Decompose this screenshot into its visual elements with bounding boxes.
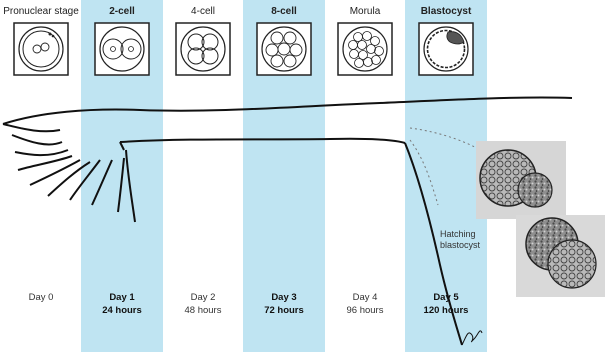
day-label-5: Day 5 120 hours [405, 291, 487, 317]
day-label-hours: 120 hours [405, 304, 487, 317]
day-label-1: Day 1 24 hours [81, 291, 163, 317]
day-label-3: Day 3 72 hours [243, 291, 325, 317]
hatching-guide-line-lower [410, 140, 438, 205]
day-label-hours: 48 hours [162, 304, 244, 317]
day-label-day: Day 3 [243, 291, 325, 304]
day-label-day: Day 1 [81, 291, 163, 304]
eight-cell-embryo-icon [257, 23, 311, 75]
day-label-4: Day 4 96 hours [324, 291, 406, 317]
day-label-2: Day 2 48 hours [162, 291, 244, 317]
day-label-hours: 72 hours [243, 304, 325, 317]
day-label-day: Day 0 [0, 291, 82, 304]
day-label-day: Day 4 [324, 291, 406, 304]
pronuclear-zygote-icon [14, 23, 68, 75]
blastocyst-icon [419, 23, 473, 75]
day-label-hours: 96 hours [324, 304, 406, 317]
day-label-hours: 24 hours [81, 304, 163, 317]
day-label-0: Day 0 [0, 291, 82, 304]
two-cell-embryo-icon [95, 23, 149, 75]
morula-icon [338, 23, 392, 75]
hatching-blastocyst-micrograph-icon [476, 141, 605, 297]
day-label-day: Day 5 [405, 291, 487, 304]
day-label-day: Day 2 [162, 291, 244, 304]
hatching-blastocyst-label: Hatching blastocyst [440, 229, 496, 251]
four-cell-embryo-icon [176, 23, 230, 75]
